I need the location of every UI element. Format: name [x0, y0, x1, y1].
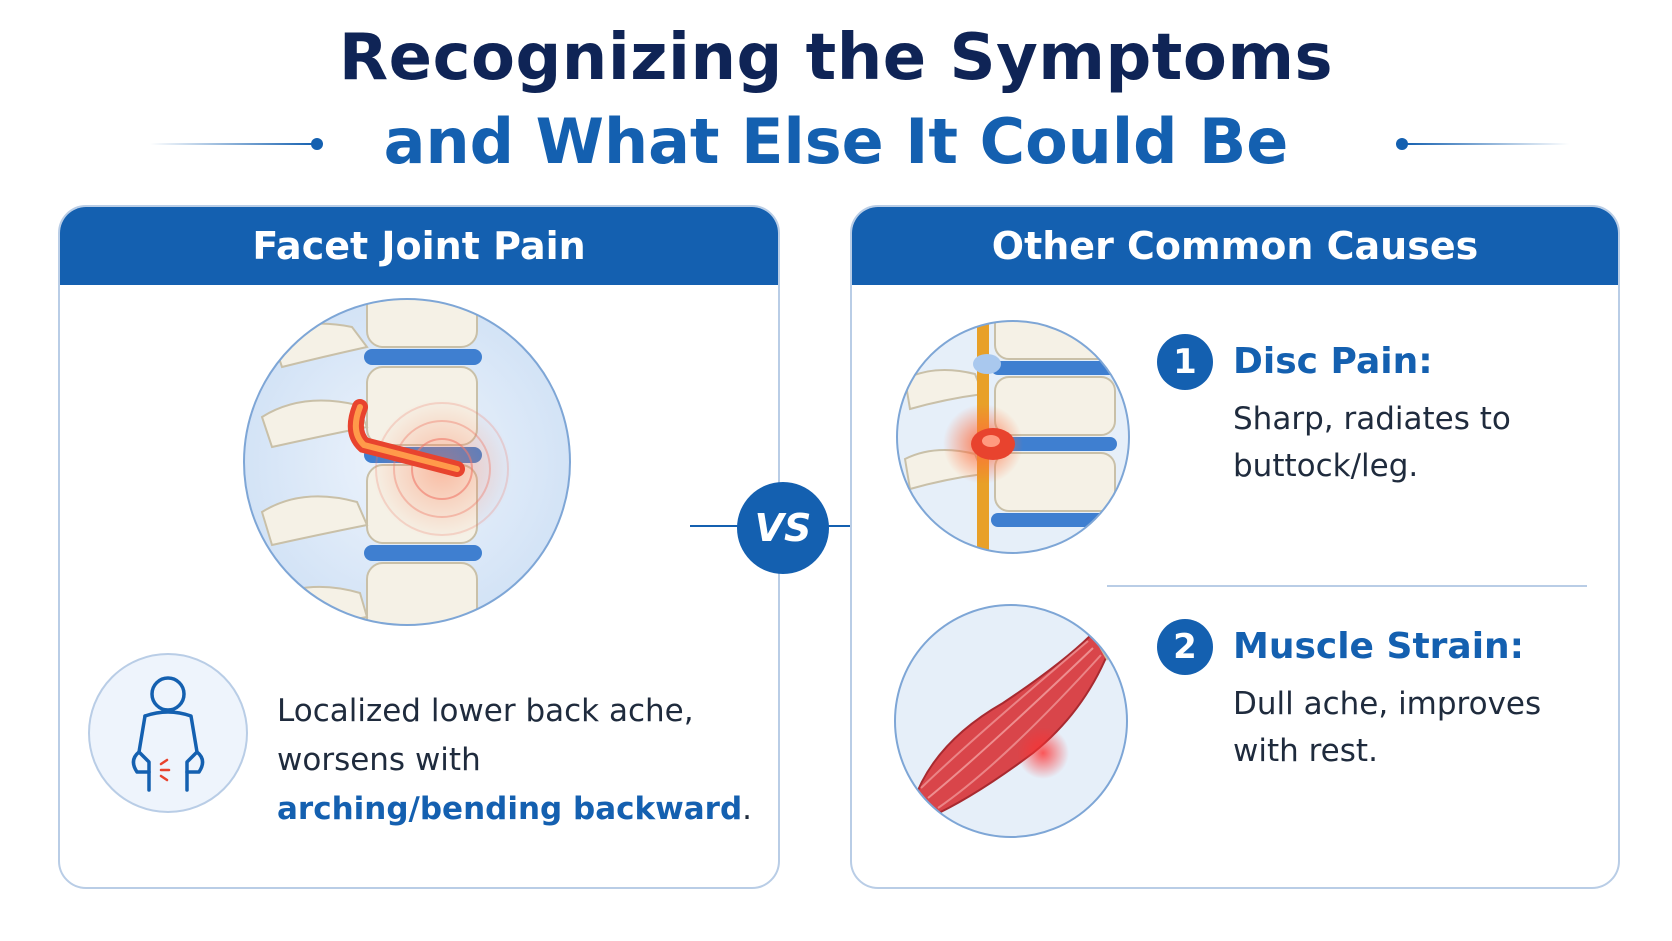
- facet-joint-description: Localized lower back ache, worsens with …: [277, 687, 757, 834]
- cause-number-1: 1: [1157, 334, 1213, 390]
- cause-text-disc-pain: Sharp, radiates to buttock/leg.: [1233, 401, 1511, 484]
- title-decoration-dot-left: [311, 138, 323, 150]
- page-title-line1: Recognizing the Symptoms: [338, 21, 1334, 95]
- title-decoration-left: [150, 143, 315, 145]
- facet-description-highlight: arching/bending backward: [277, 791, 743, 827]
- title-decoration-dot-right: [1396, 138, 1408, 150]
- facet-joint-header: Facet Joint Pain: [60, 207, 778, 285]
- vs-badge: VS: [737, 482, 829, 574]
- facet-description-text: Localized lower back ache, worsens with: [277, 693, 694, 778]
- back-pain-person-icon: [88, 653, 248, 813]
- cause-title-muscle-strain: Muscle Strain:: [1233, 626, 1525, 667]
- spine-facet-illustration: [243, 298, 571, 626]
- cause-text-muscle-strain: Dull ache, improves with rest.: [1233, 686, 1542, 769]
- facet-description-end: .: [742, 791, 753, 827]
- cause-number-2: 2: [1157, 619, 1213, 675]
- herniated-disc-illustration: [896, 320, 1130, 554]
- page-title-line2: and What Else It Could Be: [383, 105, 1289, 178]
- cause-title-disc-pain: Disc Pain:: [1233, 341, 1433, 382]
- vs-connector-left: [690, 525, 740, 527]
- other-causes-header: Other Common Causes: [852, 207, 1618, 285]
- other-causes-panel: Other Common Causes 1 Disc Pai: [850, 205, 1620, 889]
- facet-joint-panel: Facet Joint Pain: [58, 205, 780, 889]
- muscle-strain-illustration: [894, 604, 1128, 838]
- causes-divider: [1107, 585, 1587, 587]
- title-decoration-right: [1404, 143, 1569, 145]
